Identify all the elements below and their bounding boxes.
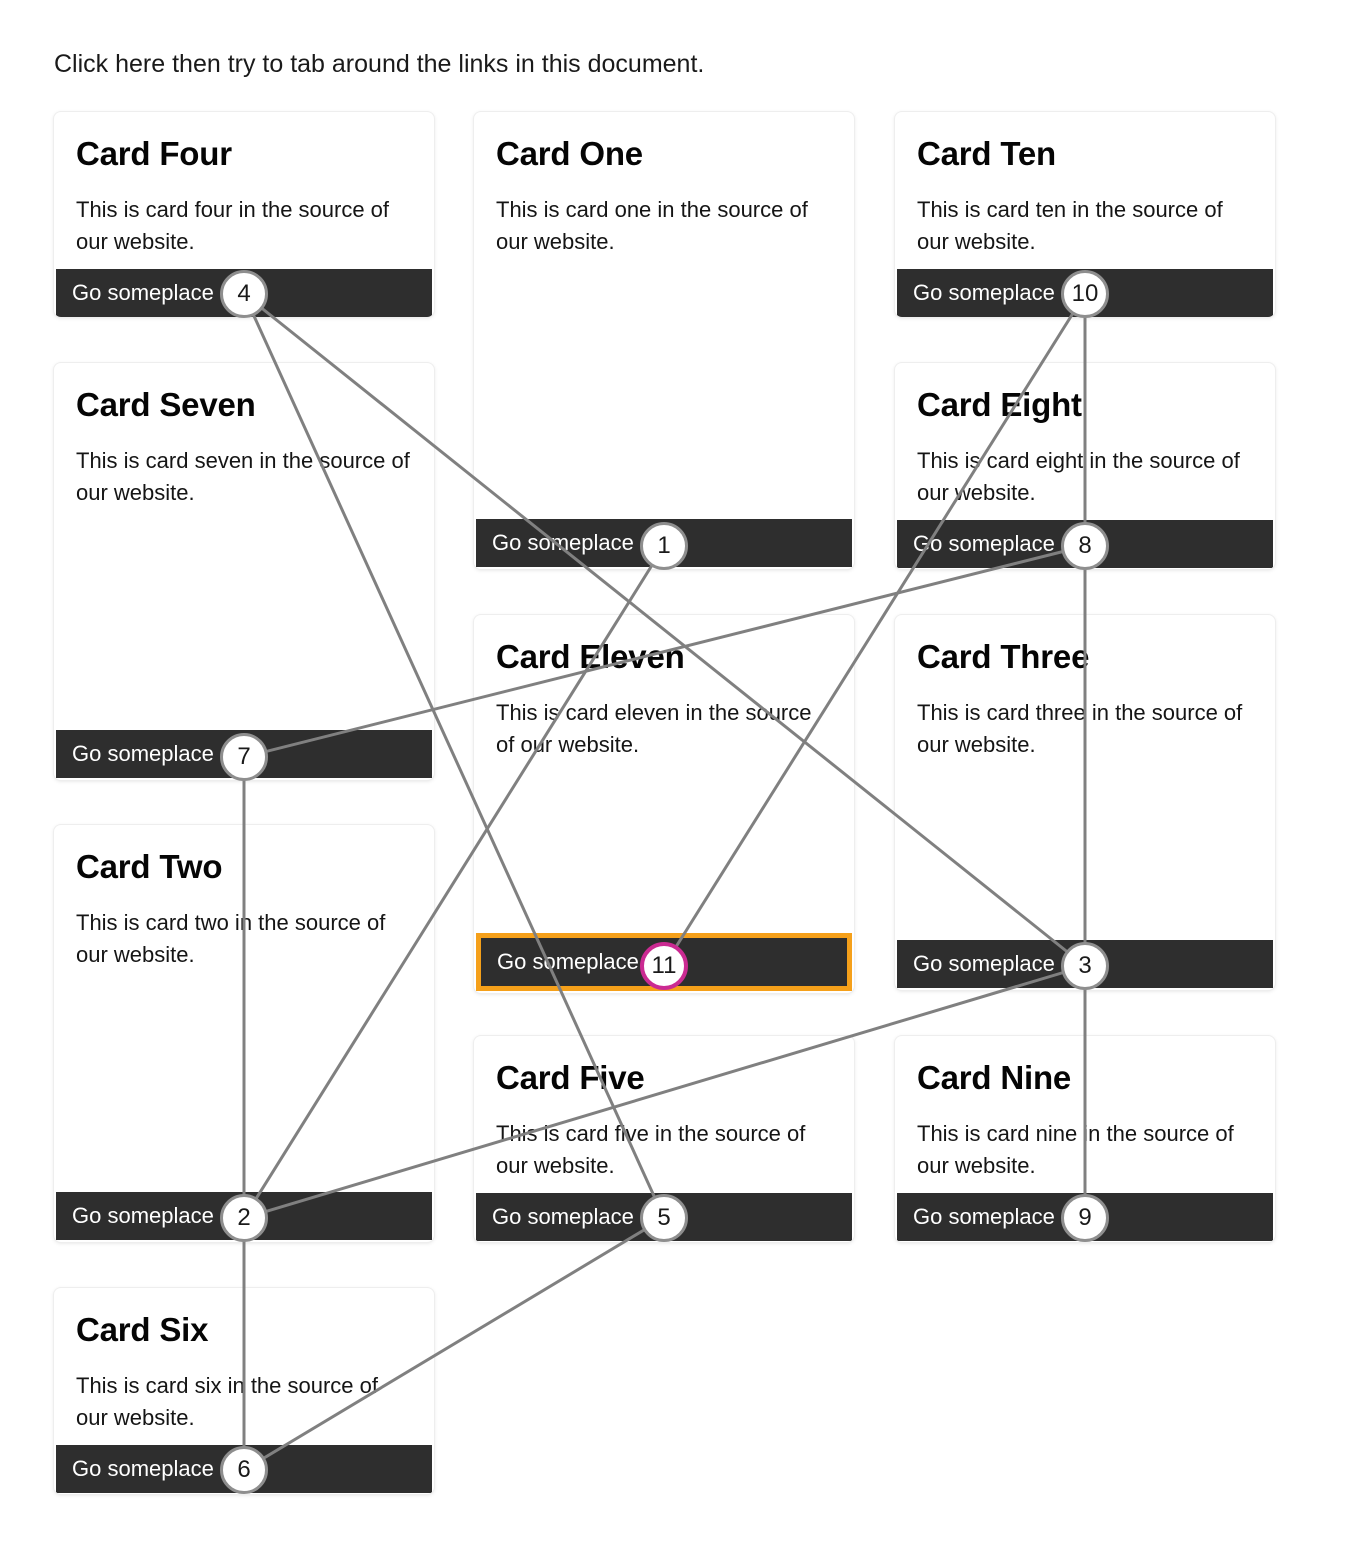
- go-someplace-link[interactable]: Go someplace: [492, 1203, 634, 1229]
- card-description: This is card one in the source of our we…: [496, 197, 808, 255]
- card-title: Card Six: [76, 1311, 209, 1348]
- tab-order-badge: 3: [1061, 942, 1109, 990]
- tab-order-badge: 9: [1061, 1194, 1109, 1242]
- tab-order-badge: 8: [1061, 522, 1109, 570]
- tab-order-badge: 1: [640, 522, 688, 570]
- card-title: Card Eleven: [496, 638, 685, 675]
- card-title: Card Four: [76, 135, 232, 172]
- tab-order-badge-current: 11: [640, 942, 688, 990]
- card-title: Card Seven: [76, 386, 256, 423]
- card-title: Card Two: [76, 848, 223, 885]
- go-someplace-link[interactable]: Go someplace: [72, 279, 214, 305]
- card-title: Card Eight: [917, 386, 1082, 423]
- card-description: This is card four in the source of our w…: [76, 197, 390, 255]
- go-someplace-link[interactable]: Go someplace: [913, 279, 1055, 305]
- tab-order-badge: 4: [220, 270, 268, 318]
- card-description: This is card nine in the source of our w…: [917, 1121, 1234, 1179]
- card-description: This is card three in the source of our …: [917, 700, 1243, 758]
- go-someplace-link[interactable]: Go someplace: [913, 530, 1055, 556]
- go-someplace-link[interactable]: Go someplace: [492, 530, 634, 555]
- card-description: This is card six in the source of our we…: [76, 1373, 379, 1431]
- go-someplace-link[interactable]: Go someplace: [913, 1203, 1055, 1229]
- card-title: Card Three: [917, 638, 1090, 675]
- tab-order-badge: 10: [1061, 270, 1109, 318]
- go-someplace-link[interactable]: Go someplace: [72, 1455, 214, 1481]
- intro-instruction: Click here then try to tab around the li…: [54, 50, 705, 78]
- tab-order-badge: 5: [640, 1194, 688, 1242]
- go-someplace-link[interactable]: Go someplace: [913, 951, 1055, 976]
- card-description: This is card seven in the source of our …: [76, 448, 410, 506]
- card-description: This is card ten in the source of our we…: [917, 197, 1223, 255]
- go-someplace-link[interactable]: Go someplace: [497, 949, 639, 974]
- card-title: Card Nine: [917, 1059, 1072, 1096]
- card-title: Card One: [496, 135, 643, 172]
- tab-order-badge: 2: [220, 1194, 268, 1242]
- card-description: This is card two in the source of our we…: [76, 910, 386, 968]
- tab-order-badge: 7: [220, 733, 268, 781]
- go-someplace-link[interactable]: Go someplace: [72, 1203, 214, 1228]
- card-description: This is card eight in the source of our …: [917, 448, 1240, 506]
- tab-order-badge: 6: [220, 1446, 268, 1494]
- card-description: This is card eleven in the source of our…: [496, 700, 812, 758]
- card-title: Card Ten: [917, 135, 1056, 172]
- card-description: This is card five in the source of our w…: [496, 1121, 806, 1179]
- go-someplace-link[interactable]: Go someplace: [72, 741, 214, 766]
- card-title: Card Five: [496, 1059, 645, 1096]
